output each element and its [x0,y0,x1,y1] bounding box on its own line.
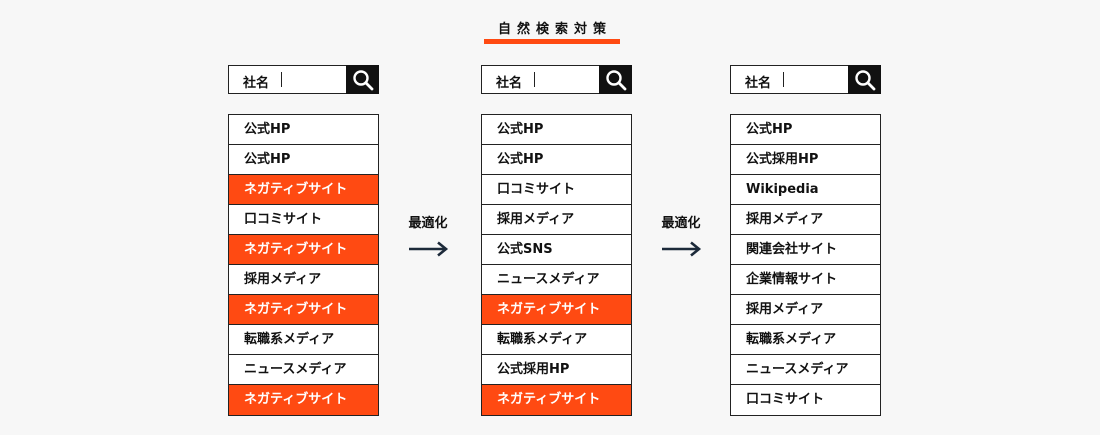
search-button[interactable] [848,65,881,94]
search-button[interactable] [599,65,632,94]
result-item[interactable]: 口コミサイト [229,205,378,235]
text-caret [281,72,282,87]
text-caret [534,72,535,87]
search-box[interactable]: 社名 [228,65,379,94]
result-item[interactable]: 企業情報サイト [731,265,880,295]
right-arrow-icon [662,241,702,257]
search-button[interactable] [346,65,379,94]
result-item[interactable]: 転職系メディア [482,325,631,355]
search-query-label: 社名 [745,76,772,91]
result-item-negative[interactable]: ネガティブサイト [482,385,631,415]
results-column-before: 社名 公式HP 公式HP ネガティブサイト 口コミサイト ネガティブサイト 採用… [228,65,379,416]
result-item[interactable]: 公式HP [482,115,631,145]
result-list: 公式HP 公式HP ネガティブサイト 口コミサイト ネガティブサイト 採用メディ… [228,114,379,416]
result-item[interactable]: 公式HP [229,115,378,145]
result-item[interactable]: 転職系メディア [229,325,378,355]
results-column-after: 社名 公式HP 公式採用HP Wikipedia 採用メディア 関連会社サイト … [730,65,881,416]
search-box[interactable]: 社名 [481,65,632,94]
search-icon [353,70,374,91]
result-item[interactable]: 公式HP [229,145,378,175]
result-item[interactable]: 公式採用HP [731,145,880,175]
optimize-label: 最適化 [661,216,701,231]
result-item-negative[interactable]: ネガティブサイト [229,385,378,415]
result-item-negative[interactable]: ネガティブサイト [229,175,378,205]
result-item[interactable]: 関連会社サイト [731,235,880,265]
right-arrow-icon [409,241,449,257]
result-item-negative[interactable]: ネガティブサイト [229,235,378,265]
result-list: 公式HP 公式HP 口コミサイト 採用メディア 公式SNS ニュースメディア ネ… [481,114,632,416]
optimize-label: 最適化 [408,216,448,231]
search-query-label: 社名 [496,76,523,91]
result-item[interactable]: 転職系メディア [731,325,880,355]
result-item[interactable]: 口コミサイト [482,175,631,205]
result-item[interactable]: ニュースメディア [731,355,880,385]
result-item[interactable]: Wikipedia [731,175,880,205]
result-item-negative[interactable]: ネガティブサイト [229,295,378,325]
search-query-label: 社名 [243,76,270,91]
diagram-title: 自然検索対策 [497,22,612,37]
result-item[interactable]: 採用メディア [482,205,631,235]
result-item[interactable]: 採用メディア [731,295,880,325]
optimize-arrow-1: 最適化 [398,212,458,257]
result-item[interactable]: 採用メディア [731,205,880,235]
result-item[interactable]: ニュースメディア [229,355,378,385]
diagram-title-block: 自然検索対策 [484,14,620,46]
result-item[interactable]: 公式採用HP [482,355,631,385]
search-box[interactable]: 社名 [730,65,881,94]
result-list: 公式HP 公式採用HP Wikipedia 採用メディア 関連会社サイト 企業情… [730,114,881,416]
result-item[interactable]: 公式HP [731,115,880,145]
search-icon [606,70,627,91]
search-icon [855,70,876,91]
result-item[interactable]: 口コミサイト [746,392,825,407]
results-column-middle: 社名 公式HP 公式HP 口コミサイト 採用メディア 公式SNS ニュースメディ… [481,65,632,416]
text-caret [783,72,784,87]
result-item[interactable]: ニュースメディア [482,265,631,295]
result-item[interactable]: 採用メディア [229,265,378,295]
result-item[interactable]: 公式SNS [482,235,631,265]
optimize-arrow-2: 最適化 [651,212,711,257]
title-underline [484,39,620,44]
result-item-negative[interactable]: ネガティブサイト [482,295,631,325]
result-item[interactable]: 公式HP [482,145,631,175]
